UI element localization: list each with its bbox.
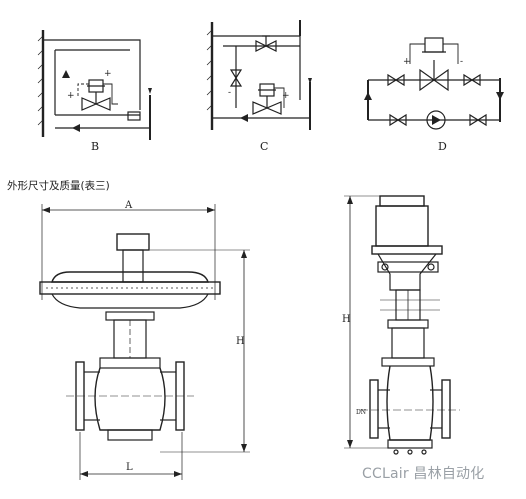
arrow-icon — [148, 88, 152, 94]
figure-label-d: D — [438, 140, 447, 153]
dim-a-label: A — [124, 200, 133, 211]
minus-mark: - — [460, 57, 463, 67]
arrow-icon — [496, 92, 504, 100]
plus-mark: + — [403, 57, 411, 67]
side-view: H DN — [342, 195, 460, 455]
front-view: A L H — [39, 200, 250, 480]
arrow-icon — [308, 78, 312, 84]
arrow-icon — [364, 92, 372, 100]
minus-mark: - — [228, 88, 231, 98]
figure-label-b: B — [91, 140, 99, 153]
valve-icon — [252, 83, 282, 115]
dim-h-front-label: H — [236, 336, 245, 347]
plus-mark: + — [67, 91, 75, 101]
valve-icon — [81, 79, 111, 111]
dim-h-side-label: H — [342, 314, 351, 325]
plus-mark: + — [104, 69, 112, 79]
valve-icon — [419, 37, 449, 92]
figure-label-c: C — [260, 140, 268, 153]
plus-mark: + — [282, 91, 290, 101]
pump-icon — [426, 110, 446, 130]
actuator-icon — [371, 195, 443, 255]
arrow-icon — [62, 70, 70, 78]
table-caption: 外形尺寸及质量(表三) — [7, 180, 110, 192]
diagram-d — [364, 37, 504, 130]
arrow-icon — [72, 124, 80, 132]
diagram-c — [206, 20, 312, 130]
dim-l-label: L — [126, 462, 133, 473]
dim-dn-label: DN — [356, 409, 366, 416]
arrow-icon — [240, 114, 248, 122]
diagram-b — [37, 30, 152, 140]
watermark: CCLair 昌林自动化 — [362, 466, 485, 482]
